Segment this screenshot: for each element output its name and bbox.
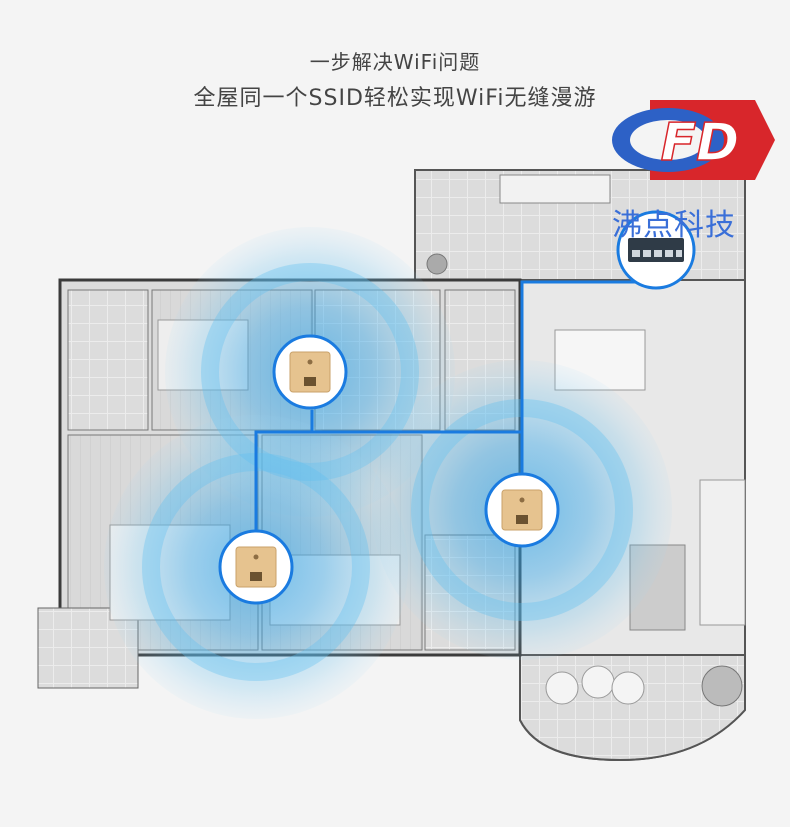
- kitchen-plant: [426, 253, 448, 275]
- wall-ap-panel-2: [218, 529, 294, 605]
- fd-logo-letters: FD: [661, 113, 740, 173]
- kitchen-counter: [499, 174, 611, 204]
- wall-ap-panel-1: [272, 334, 348, 410]
- headline-line-1: 一步解决WiFi问题: [309, 50, 481, 74]
- bathroom-1: [67, 289, 149, 431]
- fd-logo-icon: FD: [612, 100, 775, 180]
- plant: [701, 665, 743, 707]
- wall-ap-panel-icon: [501, 489, 543, 531]
- wall-ap-panel-icon: [235, 546, 277, 588]
- chair-3: [611, 671, 645, 705]
- brand-name: 沸点科技: [612, 208, 736, 243]
- wall-ap-panel-icon: [289, 351, 331, 393]
- wall-ap-panel-3: [484, 472, 560, 548]
- headline-line-2: 全屋同一个SSID轻松实现WiFi无缝漫游: [193, 86, 597, 111]
- sofa: [699, 479, 746, 626]
- chair-2: [581, 665, 615, 699]
- ethernet-switch: [616, 210, 696, 290]
- chair-1: [545, 671, 579, 705]
